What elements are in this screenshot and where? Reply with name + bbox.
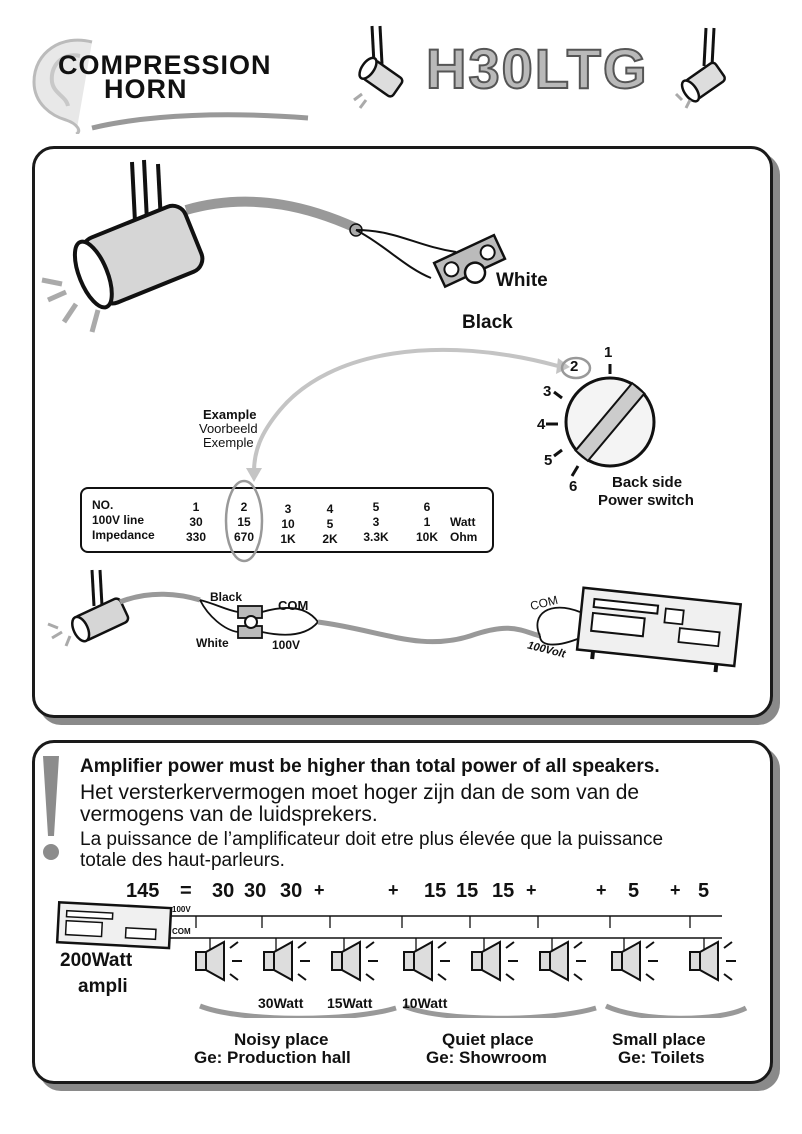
bus-100v-label: 100V bbox=[172, 905, 191, 914]
power-switch-label: Power switch bbox=[598, 492, 694, 509]
sum-15-c: 15 bbox=[492, 880, 515, 902]
sum-15-b: 15 bbox=[456, 880, 479, 902]
tap-label-30w: 30Watt bbox=[258, 995, 304, 1011]
logo-line2: HORN bbox=[104, 74, 188, 104]
table-cell: 3.3K bbox=[363, 530, 389, 544]
place-noisy-example: Ge: Production hall bbox=[194, 1048, 351, 1067]
sum-30-b: 30 bbox=[244, 880, 267, 902]
sum-plus: + bbox=[314, 880, 325, 900]
exclamation-icon bbox=[43, 756, 59, 860]
conn-white-label: White bbox=[196, 636, 229, 650]
tap-label-15w: 15Watt bbox=[327, 995, 373, 1011]
example-nl: Voorbeeld bbox=[199, 421, 258, 436]
sum-5-b: 5 bbox=[698, 880, 710, 902]
table-cell: 2K bbox=[322, 532, 338, 546]
ampli-label-2: ampli bbox=[78, 976, 128, 997]
row-header-impedance: Impedance bbox=[92, 528, 155, 542]
example-fr: Exemple bbox=[203, 435, 254, 450]
table-cell: 10K bbox=[415, 530, 438, 544]
table-cell: 6 bbox=[423, 500, 431, 514]
swoosh-decoration bbox=[91, 112, 309, 131]
dial-number-3: 3 bbox=[543, 383, 552, 400]
selected-column-highlight bbox=[224, 479, 264, 563]
back-side-label: Back side bbox=[612, 474, 683, 491]
conn-100v-label: 100V bbox=[272, 638, 301, 652]
unit-ohm: Ohm bbox=[450, 530, 478, 544]
model-title: H30LTG bbox=[425, 36, 649, 101]
example-title: Example bbox=[203, 407, 257, 422]
black-terminal-label: Black bbox=[462, 312, 513, 333]
dial-number-2: 2 bbox=[570, 358, 579, 375]
place-quiet: Quiet place bbox=[442, 1030, 534, 1049]
table-cell: 1 bbox=[423, 515, 431, 529]
warning-en: Amplifier power must be higher than tota… bbox=[80, 756, 660, 777]
sum-plus: + bbox=[388, 880, 399, 900]
table-cell: 3 bbox=[284, 502, 292, 516]
table-cell: 30 bbox=[189, 515, 203, 529]
sum-15-a: 15 bbox=[424, 880, 447, 902]
table-cell: 10 bbox=[281, 517, 295, 531]
tap-label-10w: 10Watt bbox=[402, 995, 448, 1011]
place-small-example: Ge: Toilets bbox=[618, 1048, 705, 1067]
dial-number-4: 4 bbox=[537, 416, 546, 433]
example-arrow bbox=[246, 347, 570, 482]
speaker-bus-diagram bbox=[55, 900, 748, 1018]
row-header-no: NO. bbox=[92, 498, 114, 512]
logo-line1: COMPRESSION bbox=[58, 50, 272, 80]
table-cell: 2 bbox=[240, 500, 248, 514]
place-noisy: Noisy place bbox=[234, 1030, 329, 1049]
table-cell: 5 bbox=[372, 500, 380, 514]
table-cell: 15 bbox=[237, 515, 251, 529]
horn-icon-right bbox=[674, 27, 726, 109]
horn-icon-left bbox=[353, 25, 404, 109]
power-switch-dial bbox=[546, 356, 656, 477]
warning-fr-1: La puissance de l’amplificateur doit etr… bbox=[80, 829, 664, 850]
sum-30-c: 30 bbox=[280, 880, 303, 902]
table-cell: 330 bbox=[185, 530, 207, 544]
horn-speaker-drawing bbox=[41, 159, 507, 333]
sum-equals: = bbox=[180, 880, 192, 902]
table-cell: 5 bbox=[326, 517, 334, 531]
warning-fr-2: totale des haut-parleurs. bbox=[80, 850, 285, 871]
table-cell: 4 bbox=[326, 502, 334, 516]
place-small: Small place bbox=[612, 1030, 706, 1049]
dial-number-1: 1 bbox=[604, 344, 613, 361]
table-cell: 1 bbox=[192, 500, 200, 514]
sum-30-a: 30 bbox=[212, 880, 235, 902]
ampli-label-1: 200Watt bbox=[60, 950, 133, 971]
tap-table bbox=[80, 487, 494, 553]
sum-5-a: 5 bbox=[628, 880, 640, 902]
table-cell: 670 bbox=[233, 530, 255, 544]
table-cell: 1K bbox=[280, 532, 296, 546]
warning-nl-2: vermogens van de luidsprekers. bbox=[80, 803, 378, 826]
conn-com-label: COM bbox=[278, 598, 309, 613]
ear-icon bbox=[32, 38, 93, 134]
sum-plus: + bbox=[526, 880, 537, 900]
table-cell: 3 bbox=[372, 515, 380, 529]
dial-number-5: 5 bbox=[544, 452, 553, 469]
warning-nl-1: Het versterkervermogen moet hoger zijn d… bbox=[80, 781, 640, 804]
bus-com-label: COM bbox=[172, 927, 191, 936]
sum-plus: + bbox=[596, 880, 607, 900]
connection-drawing bbox=[47, 569, 743, 673]
sum-plus: + bbox=[670, 880, 681, 900]
place-quiet-example: Ge: Showroom bbox=[426, 1048, 547, 1067]
conn-black-label: Black bbox=[210, 590, 243, 604]
sum-total: 145 bbox=[126, 880, 160, 902]
dial-number-6: 6 bbox=[569, 478, 578, 495]
unit-watt: Watt bbox=[450, 515, 476, 529]
row-header-watt: 100V line bbox=[92, 513, 145, 527]
white-terminal-label: White bbox=[496, 270, 548, 291]
